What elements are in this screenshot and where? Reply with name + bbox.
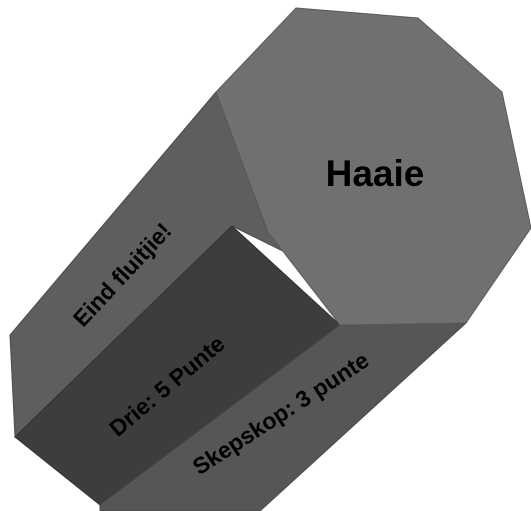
top-face-haaie (215, 7, 531, 326)
top-face-label: Haaie (326, 153, 425, 194)
